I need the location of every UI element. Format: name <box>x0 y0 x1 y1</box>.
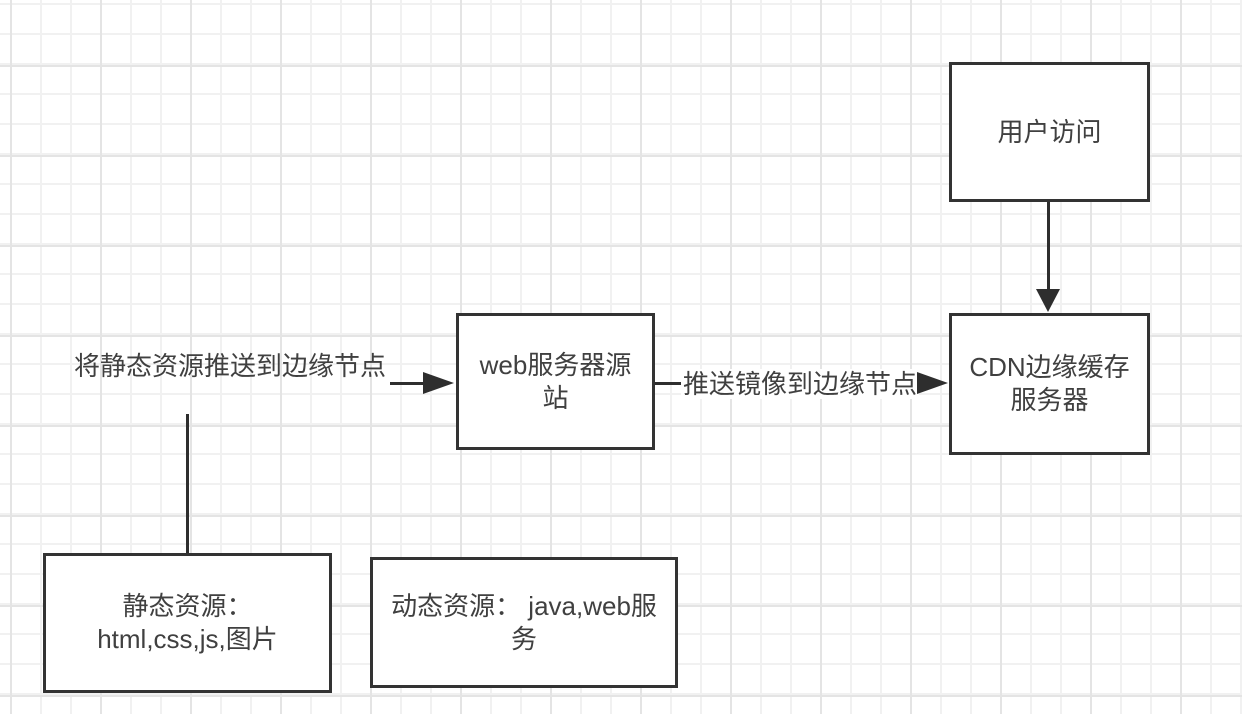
node-user-access: 用户访问 <box>949 62 1150 202</box>
node-cdn-label-line2: 服务器 <box>1010 385 1089 415</box>
node-dynamic-resources: 动态资源： java,web服 务 <box>370 557 678 688</box>
edge-label-to-web-line <box>390 382 425 385</box>
arrow-right-icon <box>917 372 948 394</box>
arrow-right-icon <box>423 372 454 394</box>
node-dynamic-label-line1: 动态资源： java,web服 <box>391 590 657 621</box>
node-static-resources: 静态资源： html,css,js,图片 <box>43 553 332 693</box>
node-user-access-label: 用户访问 <box>997 116 1102 147</box>
node-web-origin-server: web服务器源 站 <box>456 313 655 450</box>
edge-label-push-mirror: 推送镜像到边缘节点 <box>681 369 920 399</box>
node-static-label-line1: 静态资源： <box>122 591 253 621</box>
arrow-down-icon <box>1036 289 1060 312</box>
node-web-label-line1: web服务器源 <box>479 349 632 380</box>
node-static-label-line2: html,css,js,图片 <box>97 624 278 654</box>
edge-user-to-cdn-line <box>1047 202 1050 290</box>
edge-label-push-static: 将静态资源推送到边缘节点 <box>74 351 387 381</box>
edge-label-to-static-line <box>186 414 189 553</box>
node-cdn-edge-cache-server: CDN边缘缓存 服务器 <box>949 313 1150 455</box>
node-web-label-line2: 站 <box>542 382 569 413</box>
node-dynamic-label-line2: 务 <box>510 623 537 654</box>
node-cdn-label-line1: CDN边缘缓存 <box>969 352 1130 382</box>
